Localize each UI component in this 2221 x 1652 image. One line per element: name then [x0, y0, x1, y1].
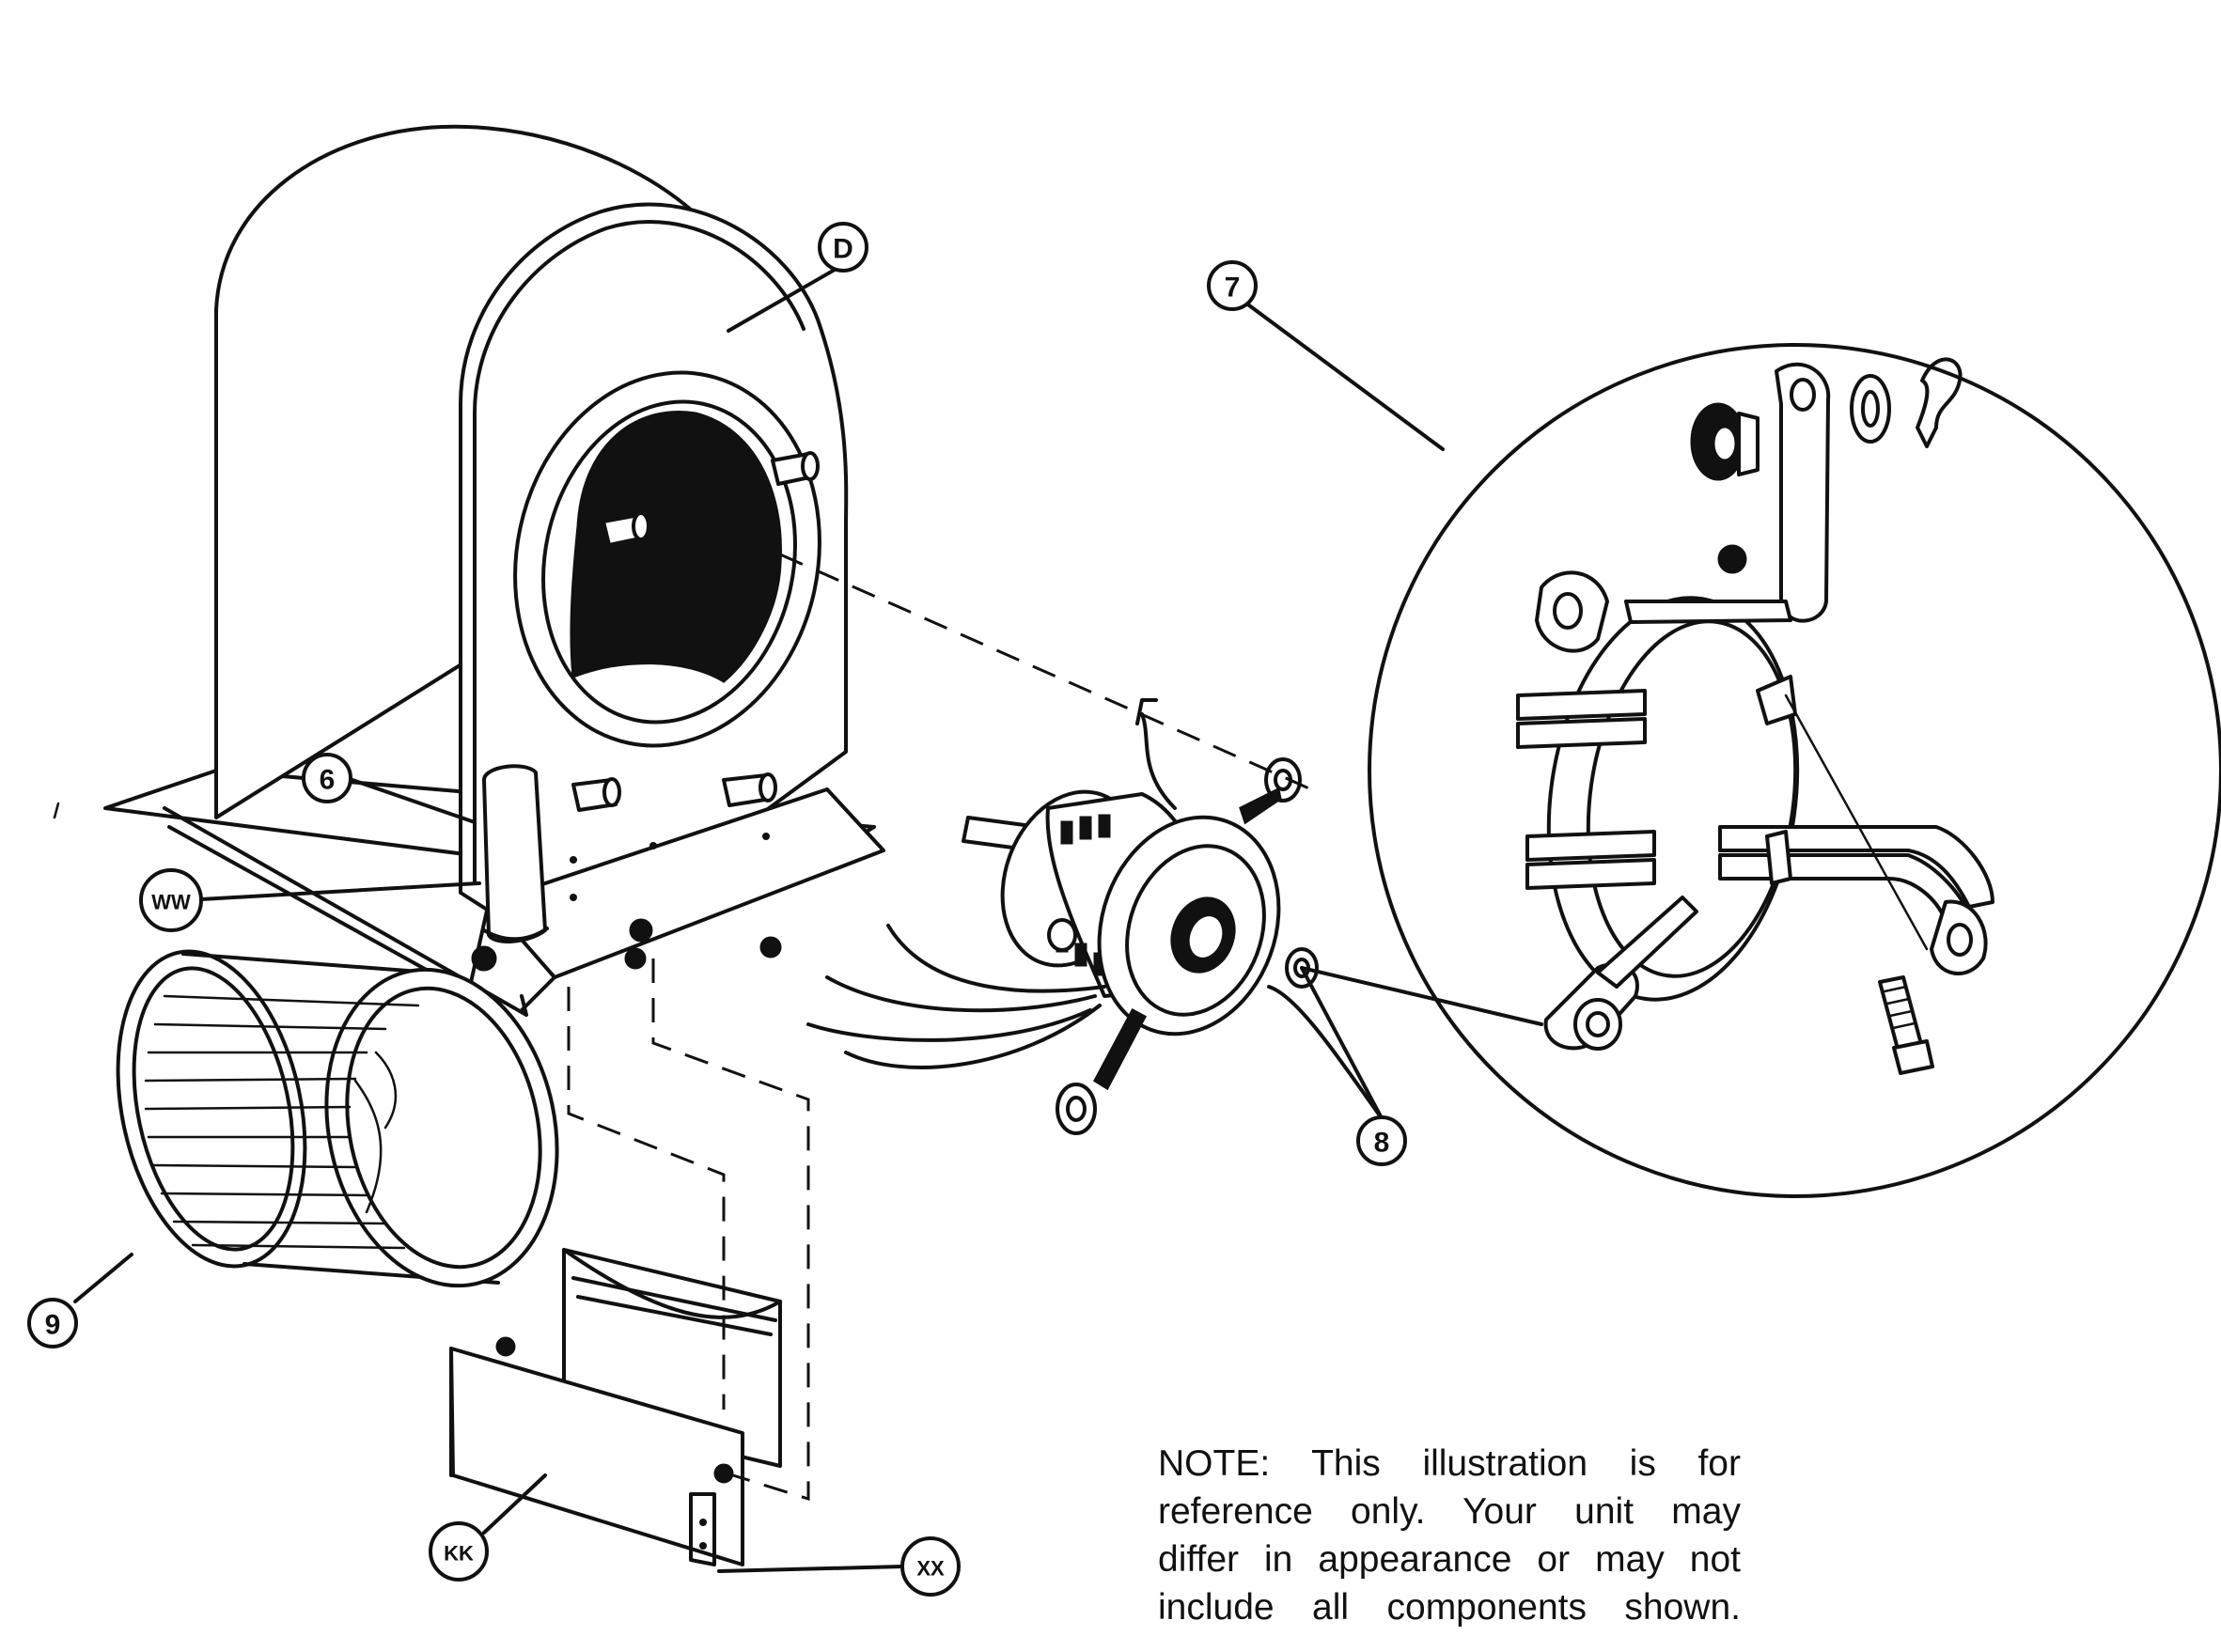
housing-inlet-opening: [570, 411, 782, 683]
mount-plate-bolts: [471, 833, 782, 972]
callout-ww-label: WW: [151, 891, 191, 914]
callout-ww: WW: [139, 868, 203, 932]
callout-kk-label: KK: [444, 1542, 474, 1566]
reference-note: NOTE: This illustration is for reference…: [1158, 1440, 1741, 1631]
callout-8: 8: [1356, 1115, 1407, 1166]
bolt-icon: [1878, 975, 1934, 1075]
cutoff-plate: [449, 1248, 782, 1566]
leader-lines: [73, 264, 1445, 1573]
callout-d-label: D: [833, 234, 853, 265]
callout-7: 7: [1207, 260, 1258, 311]
callout-kk: KK: [429, 1521, 489, 1582]
motor-leads: [806, 698, 1177, 1069]
callout-9: 9: [27, 1298, 78, 1348]
nut-icon: [1717, 544, 1747, 574]
callout-xx-label: XX: [916, 1557, 945, 1581]
assembly-guide-lines: [567, 553, 1312, 1502]
callout-xx: XX: [900, 1536, 961, 1597]
note-line-3: differ in appearance or may not: [1158, 1539, 1741, 1580]
housing-mount-plate: [487, 787, 885, 979]
cotter-pin-icon: [1916, 357, 1963, 448]
callout-9-label: 9: [45, 1310, 61, 1341]
note-line-1: NOTE: This illustration is for: [1158, 1443, 1741, 1484]
washer-icon: [1850, 374, 1891, 444]
callout-8-label: 8: [1374, 1128, 1390, 1159]
callout-6-label: 6: [320, 765, 336, 796]
callout-7-label: 7: [1225, 273, 1241, 304]
motor-mount-studs: [571, 451, 820, 812]
note-line-2: reference only. Your unit may: [1158, 1491, 1741, 1532]
blower-wheel: [116, 949, 559, 1288]
callout-d: D: [818, 222, 868, 273]
motor-mount-inset: [1300, 343, 2221, 1198]
blower-motor: [806, 698, 1319, 1135]
callout-6: 6: [302, 753, 352, 803]
capacitor: [482, 764, 549, 943]
wheel-blades: [144, 994, 420, 1250]
note-line-4: include all components shown.: [1158, 1587, 1741, 1628]
blower-housing: [103, 124, 885, 1017]
